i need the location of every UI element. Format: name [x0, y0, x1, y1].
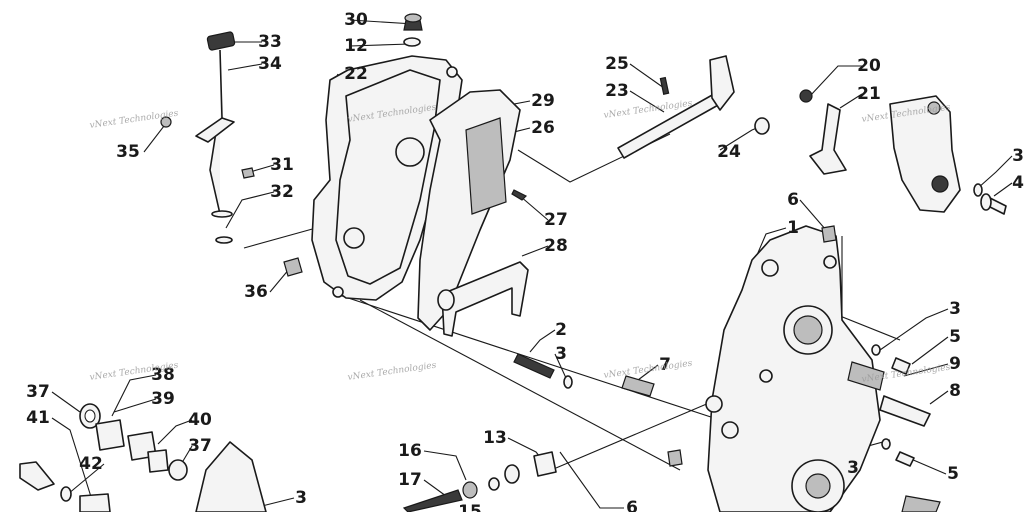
- callout-c21: 21: [857, 84, 881, 104]
- screw-27-part: [511, 189, 528, 201]
- stud-2-part: [513, 353, 573, 389]
- callout-c33: 33: [258, 32, 282, 52]
- o-ring-24-part: [754, 117, 770, 135]
- callout-c36: 36: [244, 282, 268, 302]
- callout-c17: 17: [398, 470, 422, 490]
- screw-35-part: [160, 116, 172, 128]
- callout-c5a: 5: [949, 327, 961, 347]
- callout-c26: 26: [531, 118, 555, 138]
- callout-c1: 1: [787, 218, 799, 238]
- callout-c15: 15: [458, 502, 482, 512]
- callout-c20: 20: [857, 56, 881, 76]
- callout-c25: 25: [605, 54, 629, 74]
- callout-c41: 41: [26, 408, 50, 428]
- callout-c5b: 5: [947, 464, 959, 484]
- callout-c22: 22: [344, 64, 368, 84]
- callout-c35: 35: [116, 142, 140, 162]
- shaft-part: [617, 55, 735, 159]
- nut-6-part: [667, 225, 837, 467]
- callout-c27: 27: [544, 210, 568, 230]
- callout-c16: 16: [398, 441, 422, 461]
- screw-31-part: [241, 167, 255, 179]
- chaincase-housing-part: [705, 225, 881, 512]
- callout-c3d: 3: [847, 458, 859, 478]
- cam-part: [889, 95, 961, 213]
- callout-c37a: 37: [26, 382, 50, 402]
- watermark-wm1: vNext Technologies: [89, 109, 179, 131]
- callout-c3c: 3: [555, 344, 567, 364]
- callout-c40: 40: [188, 410, 212, 430]
- callout-c6a: 6: [787, 190, 799, 210]
- plate-part: [465, 117, 507, 215]
- fitting-7-part: [621, 375, 655, 397]
- callout-c8: 8: [949, 381, 961, 401]
- chaincase-cover-part: [311, 55, 463, 301]
- callout-c37b: 37: [188, 436, 212, 456]
- bolt-36-part: [283, 257, 303, 277]
- arm-21-part: [799, 89, 847, 175]
- callout-c28: 28: [544, 236, 568, 256]
- callout-c29: 29: [531, 91, 555, 111]
- callout-c12: 12: [344, 36, 368, 56]
- plug-13-part: [402, 451, 557, 512]
- callout-c4: 4: [1012, 173, 1024, 193]
- cap-plug-part: [403, 13, 423, 47]
- right-bolts-part: [847, 344, 941, 512]
- callout-c3b: 3: [949, 299, 961, 319]
- callout-c13: 13: [483, 428, 507, 448]
- callout-c39: 39: [151, 389, 175, 409]
- bracket-part: [437, 261, 529, 337]
- callout-c32: 32: [270, 182, 294, 202]
- callout-c2: 2: [555, 320, 567, 340]
- callout-c7: 7: [659, 355, 671, 375]
- watermark-wm7: vNext Technologies: [603, 359, 693, 381]
- callout-c38: 38: [151, 365, 175, 385]
- callout-c23: 23: [605, 81, 629, 101]
- watermark-wm6: vNext Technologies: [347, 361, 437, 383]
- callout-c3a: 3: [1012, 146, 1024, 166]
- callout-c3e: 3: [295, 488, 307, 508]
- callout-c34: 34: [258, 54, 282, 74]
- dipstick-lever-part: [195, 31, 236, 244]
- callout-c42: 42: [79, 454, 103, 474]
- callout-c30: 30: [344, 10, 368, 30]
- bolt-4-part: [973, 183, 1007, 215]
- callout-c31: 31: [270, 155, 294, 175]
- callout-c9: 9: [949, 354, 961, 374]
- spacers-part: [19, 403, 267, 512]
- callout-c24: 24: [717, 142, 741, 162]
- callout-c6b: 6: [626, 498, 638, 512]
